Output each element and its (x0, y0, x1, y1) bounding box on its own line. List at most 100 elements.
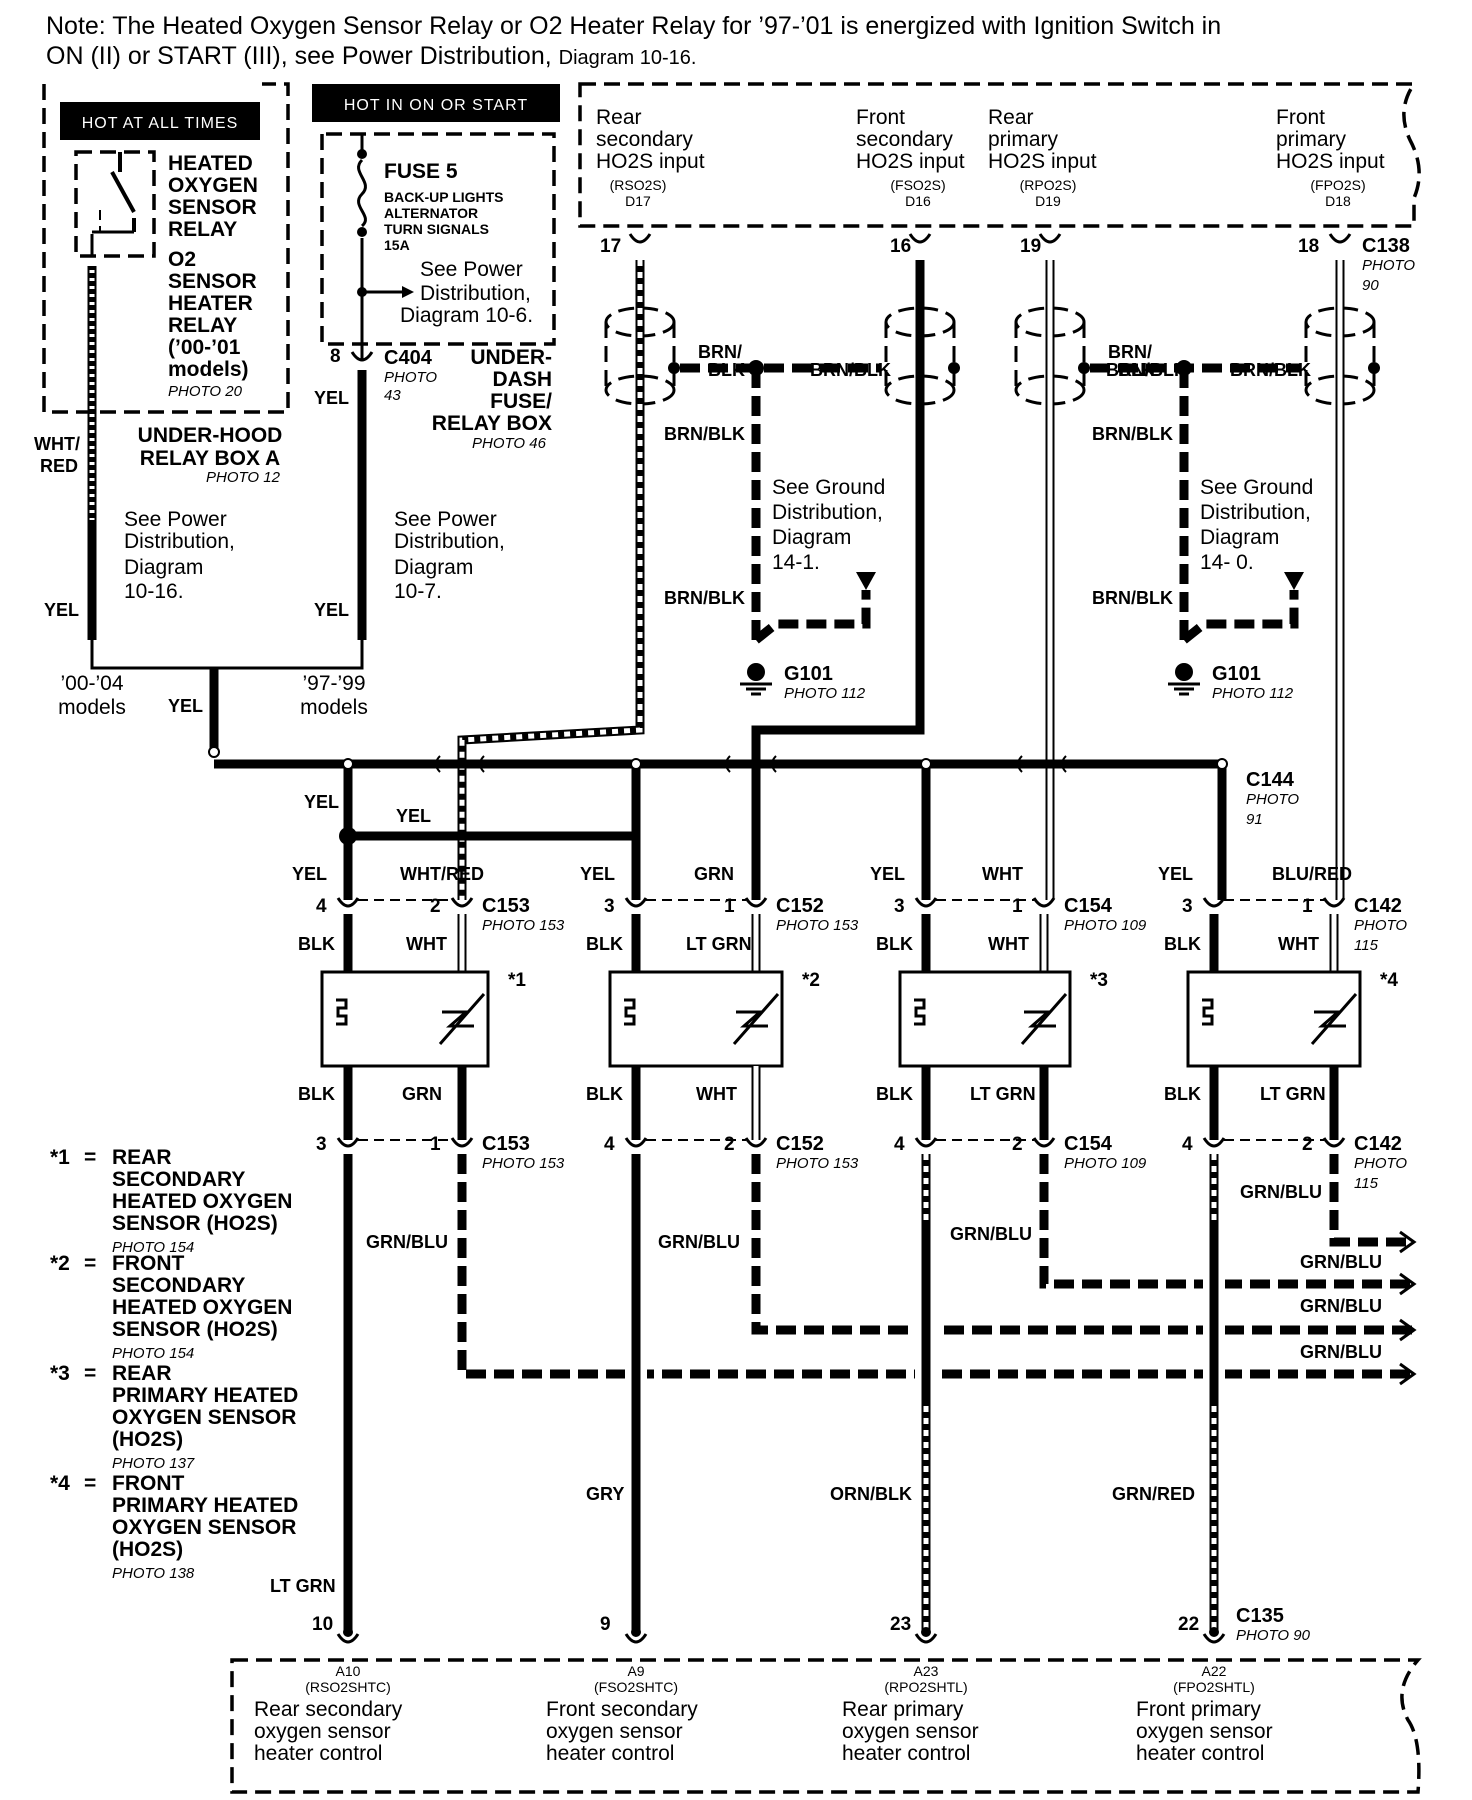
sensor-upper-connector (1322, 897, 1346, 908)
c138-label: C138 (1362, 235, 1410, 257)
wire-brn-blk: BRN/BLK (664, 424, 745, 444)
sensor-lower-connector-label: C153 (482, 1133, 530, 1155)
c404-photo-1: PHOTO (384, 369, 437, 386)
pcm-pin-dot (343, 1627, 353, 1637)
see-ground-distribution: Distribution, (1200, 501, 1311, 524)
wire-label: BLK (876, 934, 913, 954)
wire-brn-blk: BRN/BLK (1092, 424, 1173, 444)
shield-drain (668, 362, 680, 374)
c144-photo-num: 91 (1246, 811, 1263, 828)
pcm-output-name: heater control (546, 1742, 674, 1765)
legend-eq: = (84, 1362, 96, 1385)
ground-route (1181, 590, 1299, 644)
c138-photo-num: 90 (1362, 277, 1379, 294)
wire-label: BLK (586, 1084, 623, 1104)
sensor-body (320, 970, 490, 1068)
pcm-output-code: (RSO2SHTC) (305, 1679, 391, 1695)
sensor-upper-photo: PHOTO 153 (482, 917, 565, 934)
pcm-input-name: Rear (988, 106, 1034, 129)
wire-break-mark (725, 755, 731, 773)
pin-label: 4 (604, 1134, 615, 1155)
pcm-output-code: (RPO2SHTL) (884, 1679, 967, 1695)
ground-route (753, 590, 871, 644)
wire-label: GRN/BLU (366, 1232, 448, 1252)
legend-text: PRIMARY HEATED (112, 1384, 298, 1407)
wire-brn-blk: BRN/BLK (664, 588, 745, 608)
ground-arrow-icon (1284, 572, 1304, 590)
svg-text:10-16.: 10-16. (124, 580, 184, 603)
fuse-terminal-top-icon (357, 149, 367, 159)
legend-text: SECONDARY (112, 1168, 245, 1191)
wire-brn-blk: BRN/BLK (810, 360, 891, 380)
see-power-dist-10-7: See Power Distribution, Diagram 10-7. (394, 508, 505, 603)
wire-label: GRN/BLU (658, 1232, 740, 1252)
sensor-element-icon (438, 993, 486, 1045)
sensor-upper-connector-label: C154 (1064, 895, 1113, 917)
svg-text:See Power: See Power (124, 508, 227, 531)
wire-yel-bus: YEL (304, 792, 339, 812)
see-power-dist-10-6: See Power Distribution, Diagram 10-6. (400, 258, 533, 327)
hot-in-on-or-start-label: HOT IN ON OR START (344, 97, 528, 114)
svg-text:Diagram 10-6.: Diagram 10-6. (400, 304, 533, 327)
pcm-input-pin: D16 (905, 193, 931, 209)
sensor-element-icon (732, 993, 780, 1045)
see-ground-distribution: 14-1. (772, 551, 820, 574)
legend-photo: PHOTO 138 (112, 1565, 195, 1582)
arrow-right-icon (402, 286, 414, 298)
sensor-lower-photo-num: 115 (1354, 1175, 1379, 1192)
sensor-lower-connector (624, 1137, 648, 1148)
pin-label: 2 (1302, 1134, 1313, 1155)
legend-text: SENSOR (HO2S) (112, 1318, 278, 1341)
shield-sides (1014, 322, 1086, 390)
return-wire (1329, 1154, 1412, 1247)
wire-label: BLK (298, 1084, 335, 1104)
models-00-04-label: models (58, 696, 126, 719)
pcm-input-name: secondary (596, 128, 693, 151)
legend-text: OXYGEN SENSOR (112, 1516, 296, 1539)
legend-key: *3 (50, 1362, 70, 1385)
pin-label: 3 (604, 896, 615, 917)
pcm-output-pin: A23 (914, 1663, 939, 1679)
pcm-pin-number: 23 (890, 1614, 911, 1635)
models-00-04: ’00-’04 (60, 672, 123, 695)
sensor-upper-photo-num: 115 (1354, 937, 1379, 954)
legend-key: *2 (50, 1252, 70, 1275)
svg-text:HEATED: HEATED (168, 152, 253, 175)
heater-element-icon (1202, 998, 1214, 1026)
wire-yel-splice: YEL (168, 696, 203, 716)
pcm-input-code: (RSO2S) (610, 177, 667, 193)
sensor-tag: *2 (802, 970, 820, 991)
pcm-output-name: oxygen sensor (254, 1720, 391, 1743)
fuse-element-icon (357, 158, 367, 228)
legend-text: REAR (112, 1146, 172, 1169)
sensor-lower-photo: PHOTO 153 (482, 1155, 565, 1172)
c144-label: C144 (1246, 769, 1295, 791)
sensor-upper-connector (744, 897, 768, 908)
legend-eq: = (84, 1252, 96, 1275)
pcm-input-name: primary (988, 128, 1059, 151)
relay-box-name-1: UNDER-HOOD (138, 424, 283, 447)
c144-photo: PHOTO (1246, 791, 1299, 808)
pcm-pin-number: 10 (312, 1614, 333, 1635)
legend-text: HEATED OXYGEN (112, 1190, 292, 1213)
svg-text:10-7.: 10-7. (394, 580, 442, 603)
bus-tap (630, 758, 642, 770)
wire-wht-red-1: WHT/ (34, 434, 80, 454)
pcm-pin-dot (631, 1627, 641, 1637)
wire-label: WHT (1278, 934, 1319, 954)
sensor-upper-photo: PHOTO 153 (776, 917, 859, 934)
g101-label: G101 (1212, 663, 1261, 685)
legend-photo: PHOTO 137 (112, 1455, 195, 1472)
wiring-network (214, 260, 1417, 1644)
pin-label: 4 (316, 896, 327, 917)
wire-label: GRN/BLU (950, 1224, 1032, 1244)
shield-sides (884, 322, 956, 390)
relay-box-name-2: RELAY BOX A (140, 447, 280, 470)
wire-label: LT GRN (686, 934, 752, 954)
sensor-upper-connector-label: C142 (1354, 895, 1402, 917)
svg-text:BACK-UP LIGHTS: BACK-UP LIGHTS (384, 189, 504, 205)
pcm-input-code: (FSO2S) (890, 177, 945, 193)
heated-oxygen-sensor (608, 970, 784, 1068)
wire-label: GRY (586, 1484, 624, 1504)
